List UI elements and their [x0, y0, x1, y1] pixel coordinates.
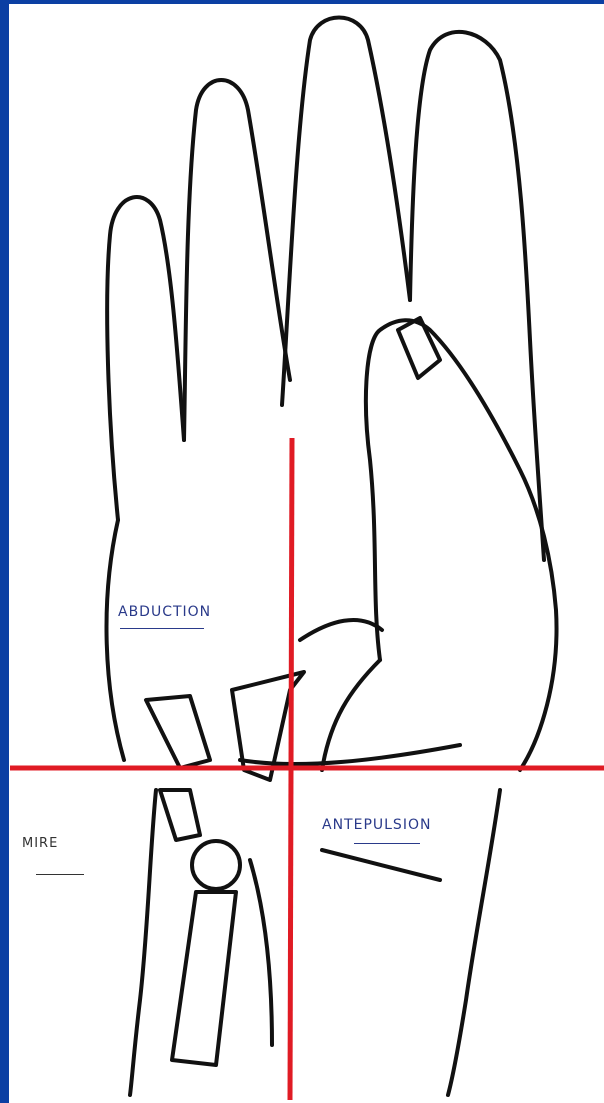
antepulsion-line — [322, 850, 440, 880]
middle-finger-outline — [282, 18, 410, 406]
little-finger-outline — [107, 197, 184, 520]
metacarpal-bone — [146, 696, 210, 768]
antepulsion-label: ANTEPULSION — [322, 817, 431, 833]
ulna-upper — [160, 790, 200, 840]
left-mark-underline — [36, 874, 84, 875]
thenar-crease — [322, 660, 380, 770]
ulna-head — [192, 841, 240, 889]
thumb-nail — [398, 318, 440, 378]
thumb-outline — [366, 320, 557, 770]
abduction-underline — [120, 628, 204, 629]
forearm-left-outline — [130, 790, 156, 1095]
left-mark-label: MIRE — [22, 836, 58, 851]
antepulsion-underline — [354, 843, 420, 844]
ring-finger-outline — [184, 80, 290, 440]
radius-shaft-left — [250, 860, 272, 1045]
palm-left-outline — [107, 520, 124, 760]
forearm-right-outline — [448, 790, 500, 1095]
thenar-fold — [300, 620, 382, 640]
ulna-shaft — [172, 892, 236, 1065]
abduction-label: ABDUCTION — [118, 604, 211, 620]
